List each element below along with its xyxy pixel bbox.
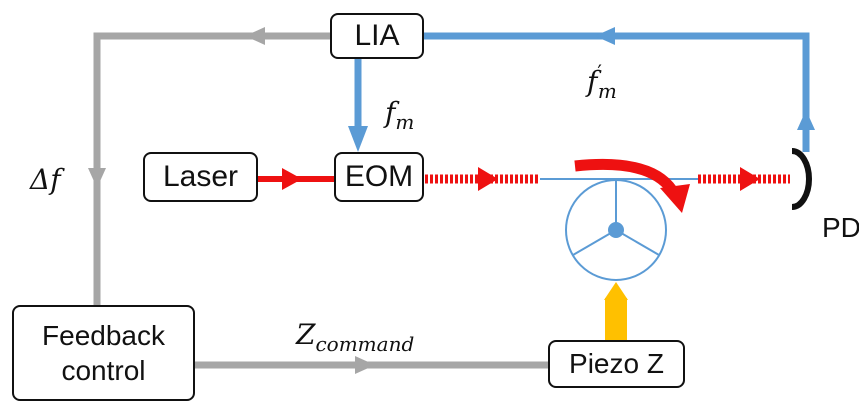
laser-beam-arrow (282, 168, 302, 190)
piezo-label: Piezo Z (569, 348, 664, 380)
photodetector-symbol (791, 148, 812, 210)
laser-label: Laser (162, 160, 239, 193)
coupling-arrow (574, 158, 677, 194)
laser-box: Laser (143, 152, 258, 202)
resonator-wheel (565, 179, 667, 281)
piezo-z-box: Piezo Z (548, 340, 685, 388)
feedback-arrow-down (88, 168, 106, 188)
piezo-stalk (605, 298, 627, 340)
lia-to-eom-arrow (348, 126, 368, 152)
feedback-control-box: Feedback control (12, 305, 195, 401)
fm-subscript: m (395, 110, 415, 134)
command-arrow-right (355, 356, 375, 374)
coupling-arrow-head (660, 184, 690, 213)
modulated-beam-arrow-right (740, 167, 760, 191)
piezo-tip (604, 282, 628, 300)
modulated-beam-arrow-left (478, 167, 498, 191)
z-command-label: Zcommand (296, 318, 415, 356)
eom-box: EOM (334, 152, 424, 202)
pd-arrow-left (595, 27, 615, 45)
eom-label: EOM (344, 160, 414, 193)
z-command-subscript: command (315, 332, 415, 356)
feedback-label-line2: control (61, 355, 146, 386)
fm-label: fm (385, 96, 415, 134)
pd-label: PD (822, 212, 859, 243)
pd-arrow-up (797, 110, 815, 130)
delta-f-label: Δf (30, 163, 61, 196)
fm-prime-subscript: m (597, 79, 617, 103)
fm-prime-sup: ′ (597, 60, 602, 84)
feedback-label-line1: Feedback (42, 320, 165, 351)
fm-prime-label: f′m (587, 60, 617, 103)
feedback-arrow-left (245, 27, 265, 45)
lia-box: LIA (330, 13, 424, 59)
lia-label: LIA (354, 19, 400, 52)
resonator-hub (608, 222, 624, 238)
